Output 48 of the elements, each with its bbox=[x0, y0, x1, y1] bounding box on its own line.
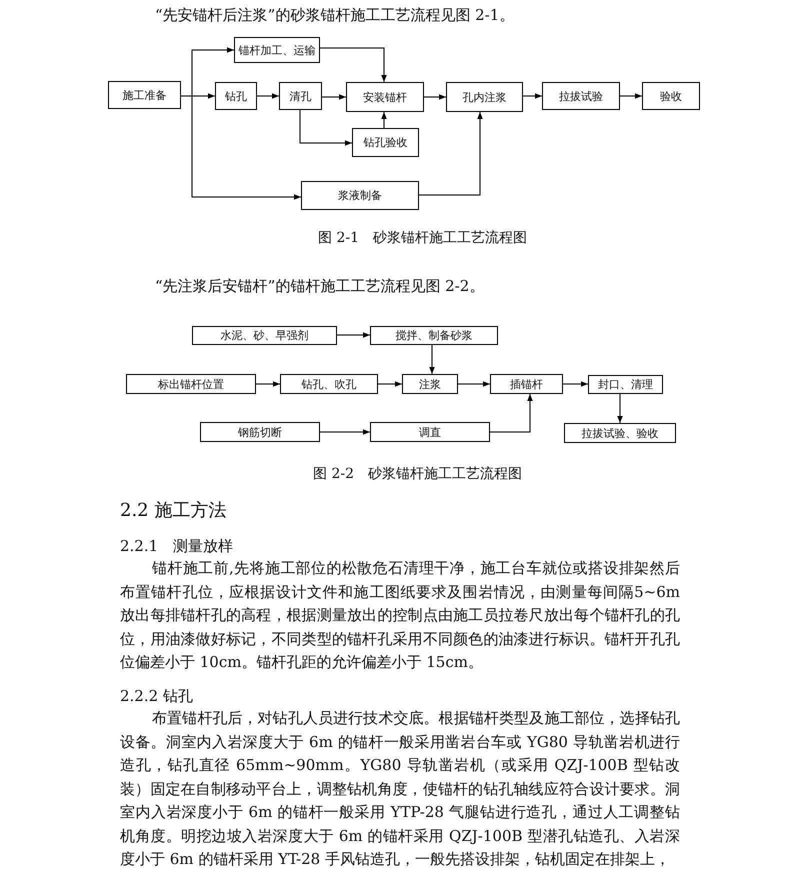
intro-sentence: “先注浆后安锚杆”的锚杆施工工艺流程见图 2-2。 bbox=[155, 276, 484, 297]
arrow bbox=[320, 429, 370, 435]
process-box: 插锚杆 bbox=[490, 374, 563, 394]
intro-sentence: “先安锚杆后注浆”的砂浆锚杆施工工艺流程见图 2-1。 bbox=[155, 5, 514, 26]
arrow bbox=[418, 112, 483, 196]
process-box: 浆液制备 bbox=[301, 181, 419, 210]
process-box: 标出锚杆位置 bbox=[126, 374, 256, 394]
subsection-heading: 2.2.1 测量放样 bbox=[120, 536, 234, 557]
arrow bbox=[320, 48, 387, 82]
process-box: 注浆 bbox=[402, 374, 458, 394]
arrow bbox=[300, 110, 352, 146]
process-box: 清孔 bbox=[279, 82, 322, 110]
section-heading: 2.2 施工方法 bbox=[120, 499, 226, 523]
process-box: 钻孔 bbox=[215, 82, 257, 110]
process-box: 拉拔试验、验收 bbox=[564, 423, 676, 443]
arrow bbox=[522, 93, 542, 99]
arrow bbox=[381, 112, 387, 128]
process-box: 锚杆加工、运输 bbox=[234, 37, 320, 63]
process-box: 钻孔、吹孔 bbox=[280, 374, 378, 394]
process-box: 封口、清理 bbox=[588, 375, 663, 394]
process-box: 调直 bbox=[370, 422, 490, 442]
arrow bbox=[429, 344, 435, 374]
arrow bbox=[180, 96, 302, 200]
arrow bbox=[336, 332, 370, 338]
process-box: 钻孔验收 bbox=[352, 128, 419, 157]
arrow bbox=[424, 94, 446, 100]
body-paragraph: 布置锚杆孔后，对钻孔人员进行技术交底。根据锚杆类型及施工部位，选择钻孔设备。洞室内入岩深度大于 6m 的锚杆一般采用凿岩台车或 YG80 导轨凿岩机进行造孔，钻孔直径 65mm~90mm。YG80 导轨凿岩机（或采用 QZJ-100B 型钻改装）固定在自制移动平台上，调整钻机角度，使锚杆的钻孔轴线应符合设计要求。洞室内入岩深度小于 6m 的锚杆一般采用 YTP-28 气腿钻进行造孔，通过人工调整钻机角度。明挖边坡入岩深度大于 6m 的锚杆采用 QZJ-100B 型潜孔钻造孔、入岩深度小于 6m 的锚杆采用 YT-28 手风钻造孔，一般先搭设排架，钻机固定在排架上， bbox=[120, 708, 680, 870]
arrow bbox=[458, 381, 490, 387]
body-paragraph: 锚杆施工前,先将施工部位的松散危石清理干净，施工台车就位或搭设排架然后布置锚杆孔位，应根据设计文件和施工图纸要求及围岩情况，由测量每间隔5~6m 放出每排锚杆孔的高程，根据测量放出的控制点由施工员拉卷尺放出每个锚杆孔的孔位，用油漆做好标记，不同类型的锚杆孔采用不同颜色的油漆进行标识。锚杆开孔孔位偏差小于 10cm。锚杆孔距的允许偏差小于 15cm。 bbox=[120, 558, 680, 673]
arrow bbox=[378, 381, 402, 387]
process-box: 孔内注浆 bbox=[446, 82, 523, 112]
process-box: 验收 bbox=[642, 82, 700, 110]
arrow bbox=[490, 394, 533, 432]
figure-caption: 图 2-2 砂浆锚杆施工工艺流程图 bbox=[313, 465, 522, 484]
process-box: 拉拔试验 bbox=[542, 82, 620, 110]
arrow bbox=[620, 93, 642, 99]
process-box: 安装锚杆 bbox=[346, 82, 424, 112]
arrow bbox=[562, 381, 588, 387]
process-box: 钢筋切断 bbox=[200, 422, 320, 442]
subsection-heading: 2.2.2 钻孔 bbox=[120, 686, 193, 707]
figure-caption: 图 2-1 砂浆锚杆施工工艺流程图 bbox=[318, 229, 527, 248]
process-box: 搅拌、制备砂浆 bbox=[370, 326, 498, 345]
process-box: 施工准备 bbox=[108, 81, 181, 109]
arrow bbox=[256, 381, 280, 387]
arrow bbox=[256, 93, 280, 99]
arrow bbox=[617, 394, 623, 424]
arrow bbox=[322, 94, 346, 100]
process-box: 水泥、砂、早强剂 bbox=[192, 326, 337, 345]
